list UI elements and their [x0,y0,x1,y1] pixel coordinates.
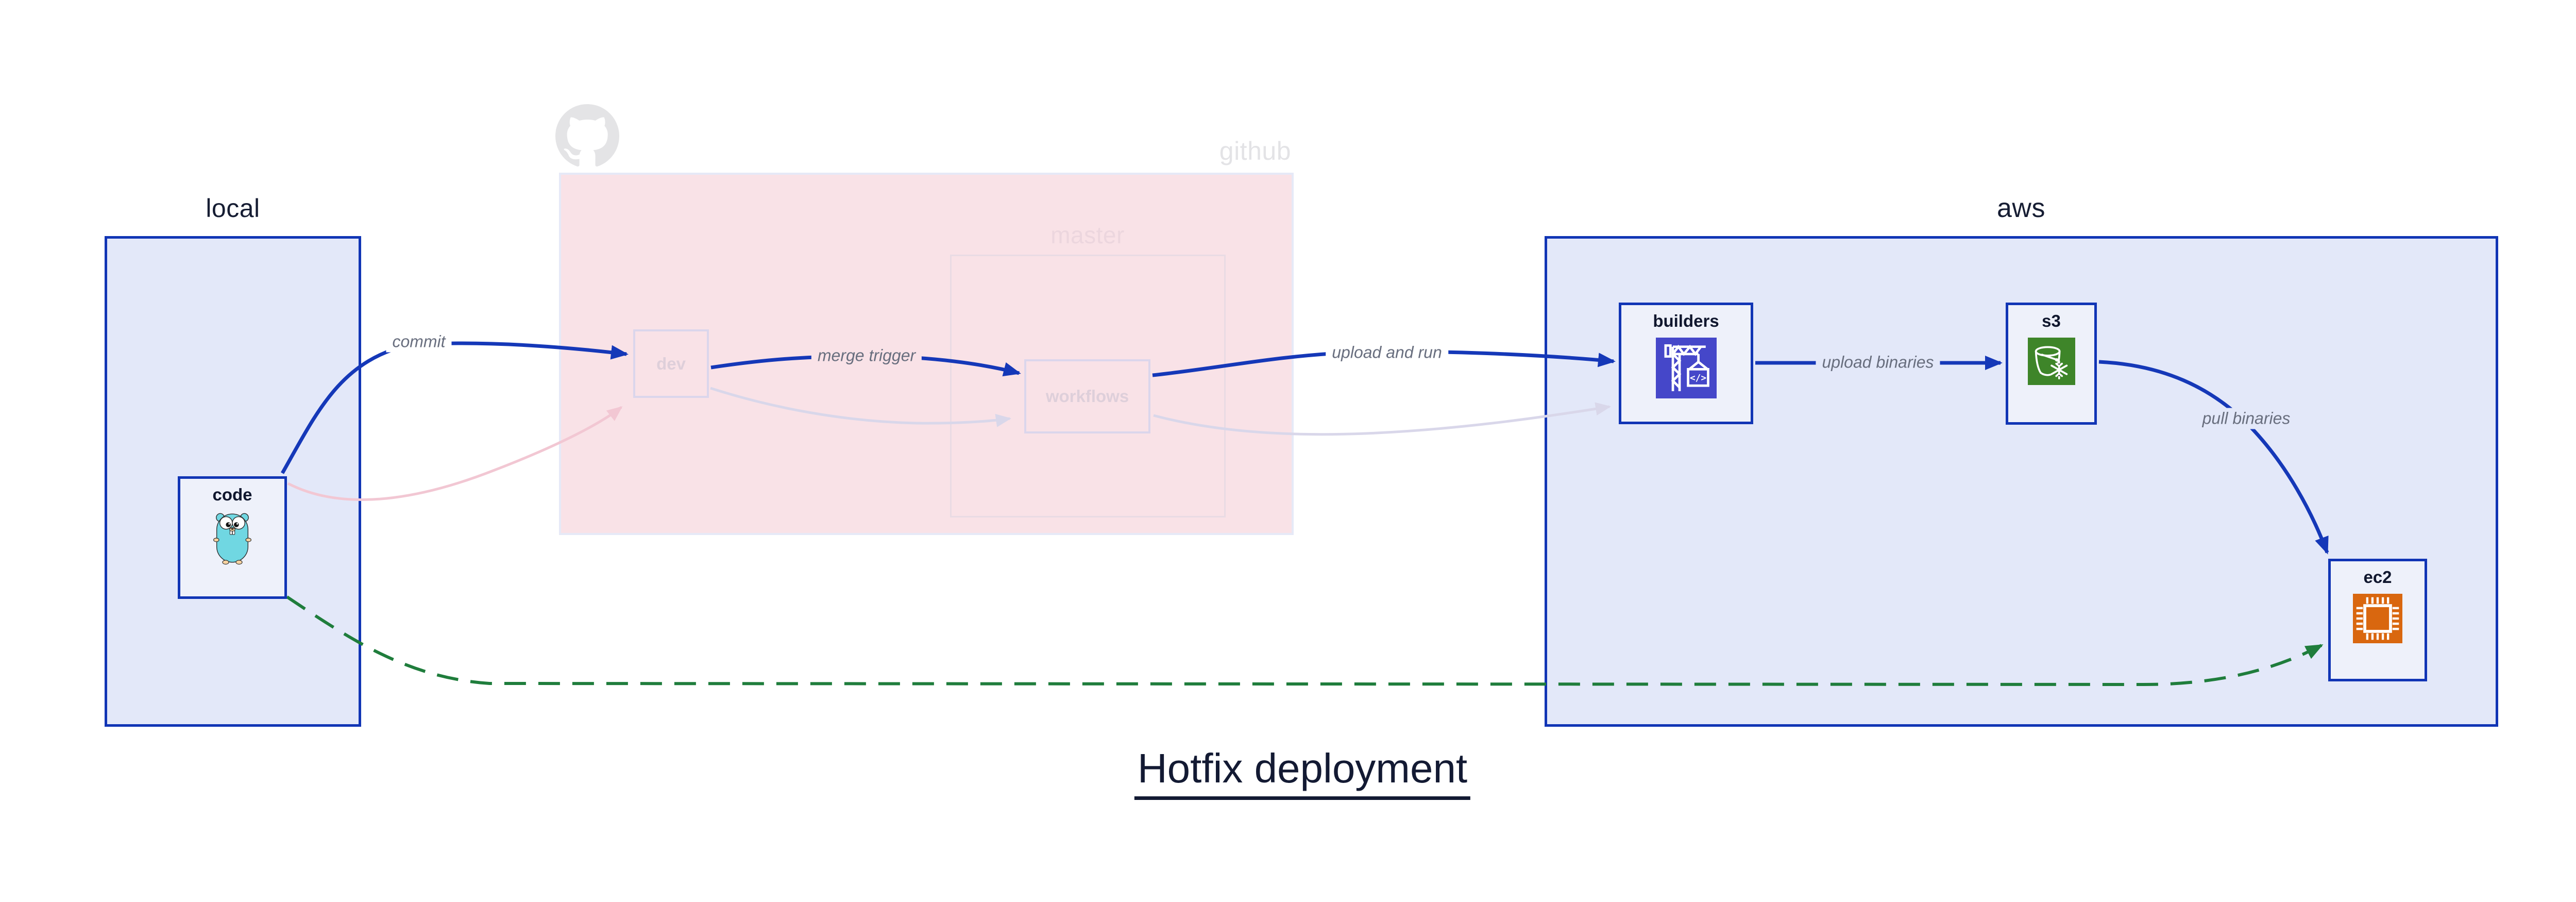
edge-commit [280,341,629,474]
go-gopher-icon [212,511,252,565]
edge-label-commit: commit [386,331,452,353]
node-s3: s3 [2006,303,2097,425]
group-label-master: master [1050,222,1125,248]
node-builders-label: builders [1653,311,1719,330]
node-s3-label: s3 [2042,311,2061,330]
edge-label-upload-binaries: upload binaries [1816,352,1940,373]
node-dev: dev [633,329,709,398]
node-ec2: ec2 [2328,559,2427,681]
region-label-github: github [1219,137,1291,165]
group-master-branch [950,255,1226,517]
github-octocat-icon [555,104,619,166]
edge-label-upload-and-run: upload and run [1326,342,1448,363]
region-label-aws: aws [1997,193,2045,223]
aws-s3-glacier-icon [2027,338,2075,385]
svg-text:</>: </> [1690,373,1706,383]
edge-faded-workflows-to-builders [1153,402,1611,436]
region-label-local: local [206,194,260,223]
diagram-title: Hotfix deployment [1134,745,1471,800]
node-code: code [178,476,287,599]
node-dev-label: dev [656,354,686,373]
aws-codebuild-icon: </> [1655,338,1717,398]
node-workflows-label: workflows [1045,387,1129,406]
node-workflows: workflows [1024,359,1150,433]
region-github [559,173,1294,535]
edge-faded-dev-to-workflows [710,387,1011,427]
node-builders: builders </> [1619,303,1753,424]
edge-label-merge-trigger: merge trigger [811,345,922,366]
node-ec2-label: ec2 [2363,567,2392,587]
edge-pull-binaries [2098,360,2329,555]
node-code-label: code [212,485,252,504]
edge-label-pull-binaries: pull binaries [2196,408,2297,429]
aws-ec2-icon [2353,594,2402,643]
edge-faded-code-to-dev [287,406,623,501]
edge-hotfix-direct [286,595,2324,687]
